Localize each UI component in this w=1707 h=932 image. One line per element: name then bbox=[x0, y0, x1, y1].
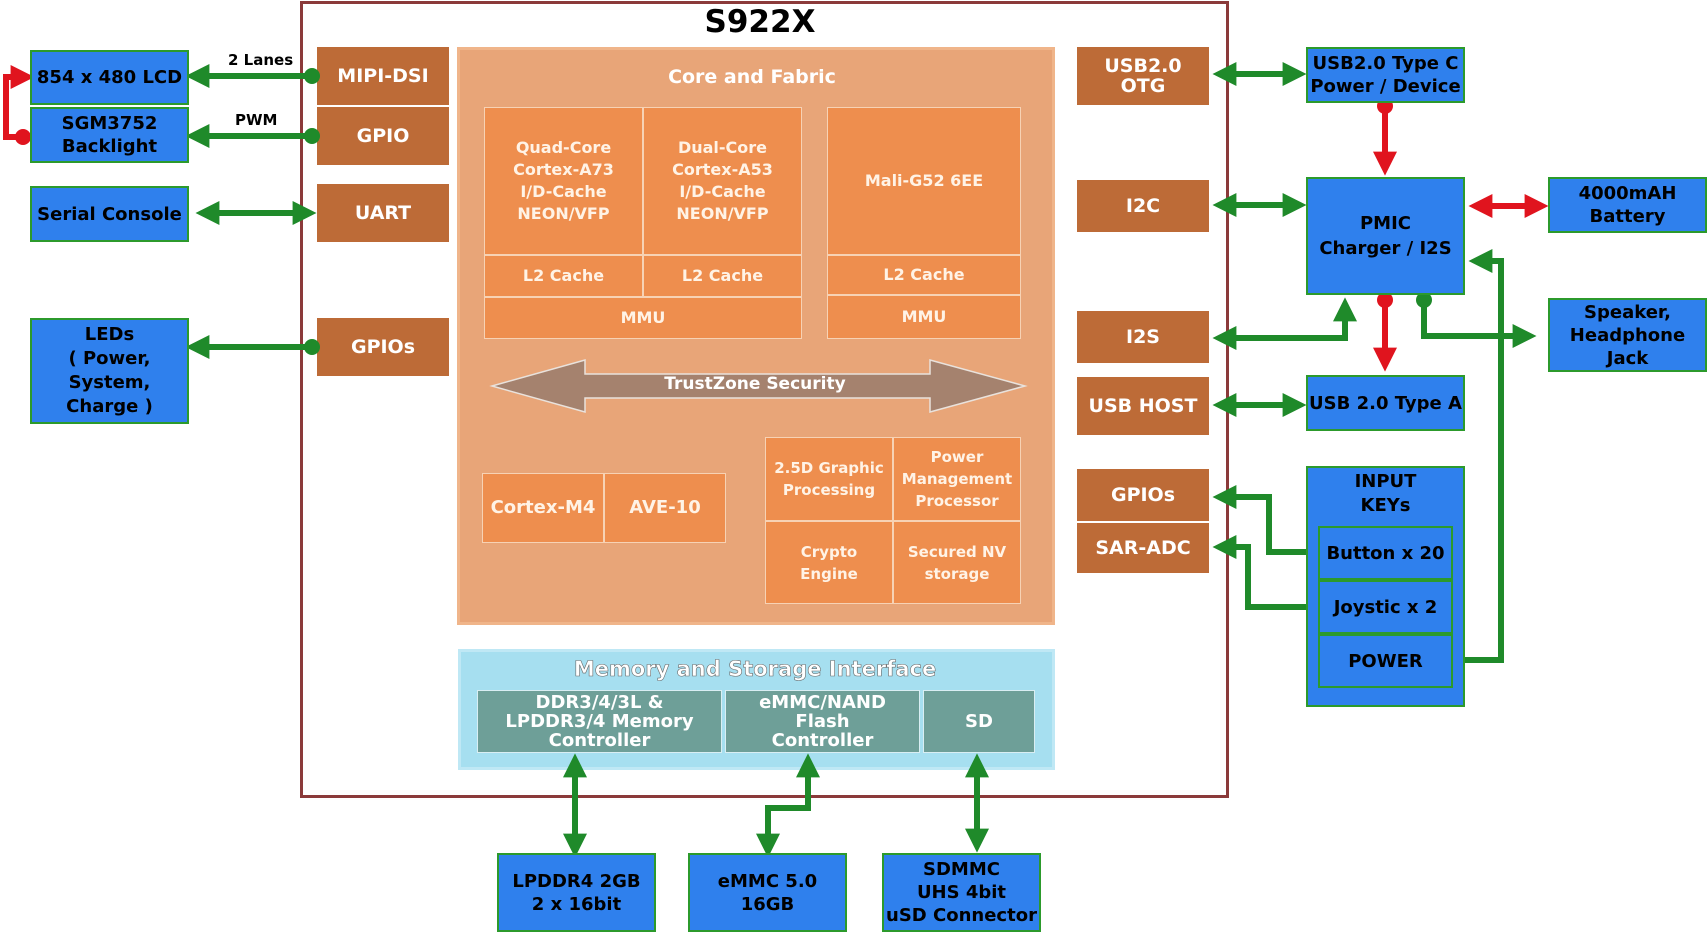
speaker-headphone-block: Speaker, Headphone Jack bbox=[1548, 298, 1707, 372]
trustzone-label: TrustZone Security bbox=[664, 374, 846, 394]
lcd-block: 854 x 480 LCD bbox=[30, 50, 189, 105]
core-fabric-title: Core and Fabric bbox=[668, 66, 836, 88]
backlight-block: SGM3752 Backlight bbox=[30, 107, 189, 163]
port-i2c: I2C bbox=[1077, 180, 1209, 232]
port-mipi-dsi: MIPI-DSI bbox=[317, 47, 449, 105]
a53-l2-cache: L2 Cache bbox=[643, 255, 802, 297]
cortex-a53-cell: Dual-Core Cortex-A53 I/D-Cache NEON/VFP bbox=[643, 107, 802, 255]
port-uart: UART bbox=[317, 184, 449, 242]
port-usb-otg: USB2.0 OTG bbox=[1077, 47, 1209, 105]
crypto-engine-cell: Crypto Engine bbox=[765, 521, 893, 604]
joystick-key-item: Joystic x 2 bbox=[1318, 580, 1453, 634]
lpddr4-block: LPDDR4 2GB 2 x 16bit bbox=[497, 853, 656, 932]
port-gpios-left: GPIOs bbox=[317, 318, 449, 376]
power-key-item: POWER bbox=[1318, 634, 1453, 688]
link-label-lanes: 2 Lanes bbox=[228, 51, 294, 69]
sd-controller-cell: SD bbox=[923, 690, 1035, 753]
cpu-mmu: MMU bbox=[484, 297, 802, 339]
mali-gpu-cell: Mali-G52 6EE bbox=[827, 107, 1021, 255]
port-sar-adc: SAR-ADC bbox=[1077, 523, 1209, 573]
secured-nv-storage-cell: Secured NV storage bbox=[893, 521, 1021, 604]
input-keys-title: INPUT KEYs bbox=[1354, 471, 1417, 516]
power-management-processor-cell: Power Management Processor bbox=[893, 437, 1021, 521]
usb-type-a-block: USB 2.0 Type A bbox=[1306, 375, 1465, 431]
ddr-controller-cell: DDR3/4/3L & LPDDR3/4 Memory Controller bbox=[477, 690, 722, 753]
link-label-pwm: PWM bbox=[235, 111, 278, 129]
pmic-block: PMIC Charger / I2S bbox=[1306, 177, 1465, 295]
soc-title: S922X bbox=[704, 4, 816, 40]
port-gpio: GPIO bbox=[317, 107, 449, 165]
sdmmc-block: SDMMC UHS 4bit uSD Connector bbox=[882, 853, 1041, 932]
a73-l2-cache: L2 Cache bbox=[484, 255, 643, 297]
emmc-block: eMMC 5.0 16GB bbox=[688, 853, 847, 932]
port-gpios-right: GPIOs bbox=[1077, 469, 1209, 521]
button-key-item: Button x 20 bbox=[1318, 526, 1453, 580]
gpu-mmu: MMU bbox=[827, 295, 1021, 339]
port-i2s: I2S bbox=[1077, 311, 1209, 363]
serial-console-block: Serial Console bbox=[30, 186, 189, 242]
battery-block: 4000mAH Battery bbox=[1548, 177, 1707, 233]
cortex-a73-cell: Quad-Core Cortex-A73 I/D-Cache NEON/VFP bbox=[484, 107, 643, 255]
emmc-nand-controller-cell: eMMC/NAND Flash Controller bbox=[725, 690, 920, 753]
leds-block: LEDs ( Power, System, Charge ) bbox=[30, 318, 189, 424]
gpu-l2-cache: L2 Cache bbox=[827, 255, 1021, 295]
ave-10-cell: AVE-10 bbox=[604, 473, 726, 543]
graphic-processing-cell: 2.5D Graphic Processing bbox=[765, 437, 893, 521]
cortex-m4-cell: Cortex-M4 bbox=[482, 473, 604, 543]
usb-type-c-block: USB2.0 Type C Power / Device bbox=[1306, 47, 1465, 103]
memory-interface-title: Memory and Storage Interface bbox=[573, 657, 937, 682]
port-usb-host: USB HOST bbox=[1077, 377, 1209, 435]
